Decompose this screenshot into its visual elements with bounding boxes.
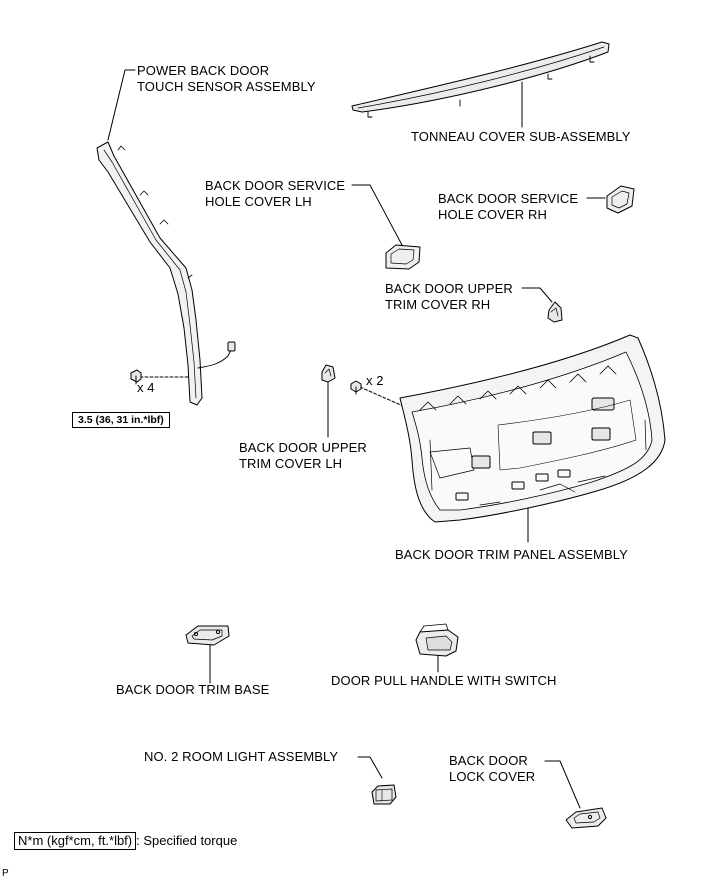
- label-lock-cover-line1: BACK DOOR: [449, 753, 528, 768]
- trim-base: [185, 625, 230, 646]
- label-upper-trim-lh: BACK DOOR UPPER TRIM COVER LH: [239, 440, 367, 472]
- trim-panel-assembly: [399, 334, 666, 523]
- label-lock-cover-line2: LOCK COVER: [449, 769, 536, 784]
- leader-touch-sensor: [107, 69, 136, 141]
- touch-sensor-assembly: [96, 141, 236, 406]
- screw-left: [130, 369, 142, 385]
- pull-handle: [415, 623, 459, 657]
- label-trim-base: BACK DOOR TRIM BASE: [116, 682, 270, 697]
- leader-service-lh: [351, 184, 403, 246]
- label-touch-sensor-line1: POWER BACK DOOR: [137, 63, 270, 78]
- screw-qty-right: x 2: [366, 373, 384, 388]
- label-upper-trim-rh-line1: BACK DOOR UPPER: [385, 281, 513, 296]
- room-light: [371, 784, 397, 805]
- torque-legend: N*m (kgf*cm, ft.*lbf): Specified torque: [14, 832, 237, 850]
- legend-text: : Specified torque: [136, 833, 238, 848]
- label-pull-handle: DOOR PULL HANDLE WITH SWITCH: [331, 673, 557, 688]
- leader-upper-rh: [521, 287, 553, 303]
- label-touch-sensor-line2: TOUCH SENSOR ASSEMBLY: [137, 79, 316, 94]
- label-service-hole-rh: BACK DOOR SERVICE HOLE COVER RH: [438, 191, 578, 223]
- lock-cover: [565, 807, 607, 829]
- label-upper-trim-rh-line2: TRIM COVER RH: [385, 297, 491, 312]
- service-hole-cover-rh: [606, 185, 635, 214]
- label-service-hole-lh: BACK DOOR SERVICE HOLE COVER LH: [205, 178, 345, 210]
- leader-lock-cover: [544, 760, 581, 809]
- label-service-hole-rh-line1: BACK DOOR SERVICE: [438, 191, 579, 206]
- label-room-light: NO. 2 ROOM LIGHT ASSEMBLY: [144, 749, 339, 764]
- upper-trim-cover-rh: [547, 301, 563, 323]
- label-service-hole-rh-line2: HOLE COVER RH: [438, 207, 547, 222]
- corner-code: P: [2, 868, 9, 879]
- label-service-hole-lh-line2: HOLE COVER LH: [205, 194, 312, 209]
- service-hole-cover-lh: [385, 244, 421, 270]
- label-trim-panel: BACK DOOR TRIM PANEL ASSEMBLY: [395, 547, 628, 562]
- tonneau-cover: [351, 41, 610, 118]
- screw-right: [350, 380, 362, 395]
- label-lock-cover: BACK DOOR LOCK COVER: [449, 753, 535, 785]
- label-tonneau: TONNEAU COVER SUB-ASSEMBLY: [411, 129, 631, 144]
- torque-spec-box: 3.5 (36, 31 in.*lbf): [72, 412, 170, 428]
- label-upper-trim-lh-line2: TRIM COVER LH: [239, 456, 343, 471]
- screw-qty-left: x 4: [137, 380, 155, 395]
- label-upper-trim-rh: BACK DOOR UPPER TRIM COVER RH: [385, 281, 513, 313]
- leader-lines: [107, 69, 606, 809]
- leader-room-light: [357, 756, 383, 779]
- upper-trim-cover-lh: [321, 364, 336, 383]
- label-service-hole-lh-line1: BACK DOOR SERVICE: [205, 178, 346, 193]
- label-upper-trim-lh-line1: BACK DOOR UPPER: [239, 440, 367, 455]
- label-touch-sensor: POWER BACK DOOR TOUCH SENSOR ASSEMBLY: [137, 63, 316, 95]
- legend-unit-box: N*m (kgf*cm, ft.*lbf): [14, 832, 137, 850]
